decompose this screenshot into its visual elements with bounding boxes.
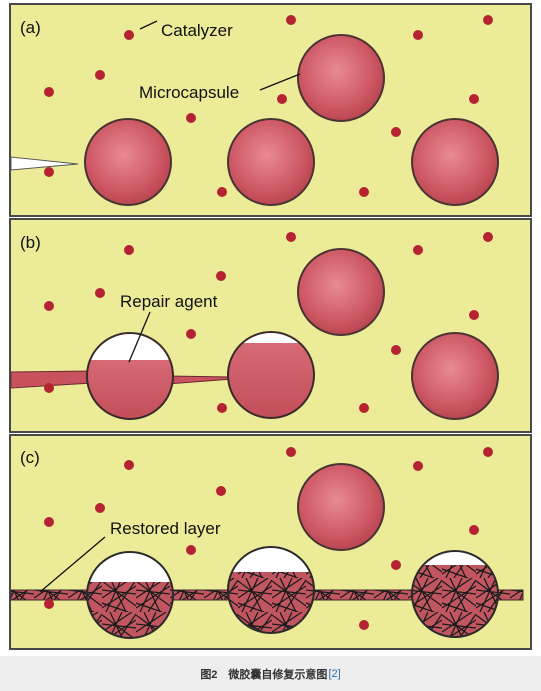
catalyst-dot [217, 187, 227, 197]
microcapsule-label: Microcapsule [139, 83, 239, 102]
catalyst-dot [95, 503, 105, 513]
catalyst-dot [359, 187, 369, 197]
crack-tip [10, 156, 79, 171]
restored-layer-leader [39, 536, 106, 593]
catalyst-dot [469, 525, 479, 535]
capsule-shell [411, 550, 499, 638]
microcapsule [84, 118, 172, 206]
catalyzer-label: Catalyzer [161, 21, 233, 40]
catalyst-dot [277, 94, 287, 104]
catalyst-dot [95, 288, 105, 298]
panel-a-label: (a) [20, 18, 41, 37]
catalyst-dot [359, 403, 369, 413]
catalyst-dot [286, 447, 296, 457]
catalyst-particles [44, 232, 493, 413]
microcapsule [227, 118, 315, 206]
figure-caption: 图2 微胶囊自修复示意图[2] [0, 656, 541, 691]
catalyst-dot [413, 245, 423, 255]
capsule-shell [86, 332, 174, 420]
catalyst-dot [413, 461, 423, 471]
catalyst-dot [44, 87, 54, 97]
catalyst-dot [124, 30, 134, 40]
microcapsule [411, 332, 499, 420]
catalyst-dot [483, 15, 493, 25]
polymerized-capsule [228, 547, 314, 633]
catalyst-dot [483, 447, 493, 457]
repair-agent-label: Repair agent [120, 292, 218, 311]
microcapsule [411, 118, 499, 206]
caption-reference-link[interactable]: [2] [328, 667, 341, 680]
catalyst-dot [359, 620, 369, 630]
panel-b-label: (b) [20, 233, 41, 252]
catalyst-dot [483, 232, 493, 242]
capsule-shell [86, 551, 174, 639]
microcapsule [297, 248, 385, 336]
catalyst-dot [469, 94, 479, 104]
catalyst-dot [391, 345, 401, 355]
catalyst-dot [44, 599, 54, 609]
catalyst-particles [44, 447, 493, 630]
catalyst-dot [44, 383, 54, 393]
panel-a: (a) Catalyzer Microcapsule [9, 3, 532, 217]
catalyst-dot [469, 310, 479, 320]
repair-agent-leader [128, 311, 151, 363]
microcapsule [297, 34, 385, 122]
catalyst-dot [124, 460, 134, 470]
catalyst-dot [216, 486, 226, 496]
microcapsule-diagram: (a) Catalyzer Microcapsule [9, 3, 532, 650]
catalyst-dot [124, 245, 134, 255]
catalyst-dot [186, 113, 196, 123]
panel-c-label: (c) [20, 448, 40, 467]
catalyst-dot [217, 403, 227, 413]
catalyst-dot [391, 127, 401, 137]
ruptured-capsule [228, 332, 314, 418]
catalyzer-leader [139, 20, 158, 30]
catalyst-dot [186, 545, 196, 555]
catalyst-dot [44, 517, 54, 527]
catalyst-dot [95, 70, 105, 80]
catalyst-dot [286, 15, 296, 25]
capsule-shell [227, 546, 315, 634]
panel-c: (c) [9, 434, 532, 650]
caption-text: 图2 微胶囊自修复示意图 [200, 668, 328, 681]
catalyst-particles [44, 15, 493, 197]
catalyst-dot [413, 30, 423, 40]
catalyst-dot [286, 232, 296, 242]
panel-b: (b) [9, 218, 532, 433]
restored-layer-label: Restored layer [110, 519, 221, 538]
catalyst-dot [391, 560, 401, 570]
catalyst-dot [44, 167, 54, 177]
catalyst-dot [44, 301, 54, 311]
capsule-shell [227, 331, 315, 419]
catalyst-dot [216, 271, 226, 281]
catalyst-dot [186, 329, 196, 339]
microcapsule [297, 463, 385, 551]
microcapsule-leader [259, 73, 301, 91]
